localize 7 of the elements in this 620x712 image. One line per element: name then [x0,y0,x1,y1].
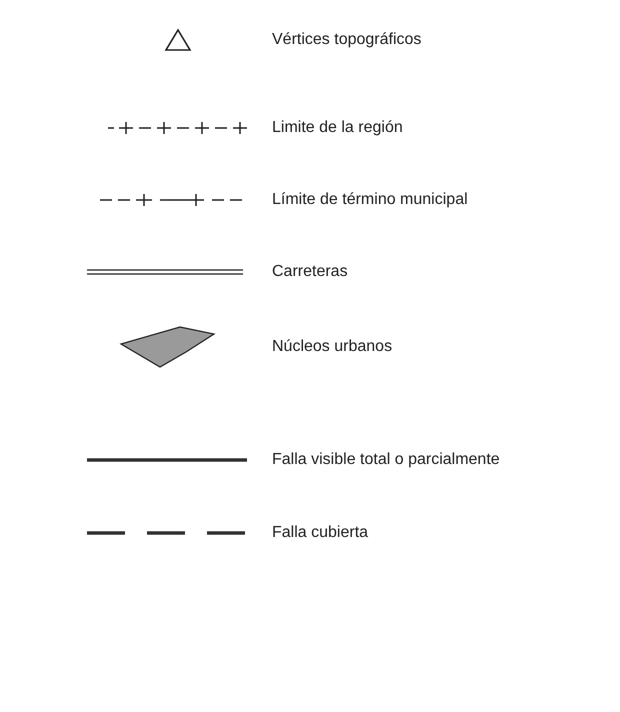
legend-label: Carreteras [272,263,348,281]
legend-label: Falla cubierta [272,524,368,542]
legend-label: Núcleos urbanos [272,338,392,356]
legend-label: Límite de término municipal [272,191,468,209]
legend-label: Limite de la región [272,119,403,137]
legend-label: Falla visible total o parcialmente [272,451,500,469]
legend-label: Vértices topográficos [272,31,422,49]
